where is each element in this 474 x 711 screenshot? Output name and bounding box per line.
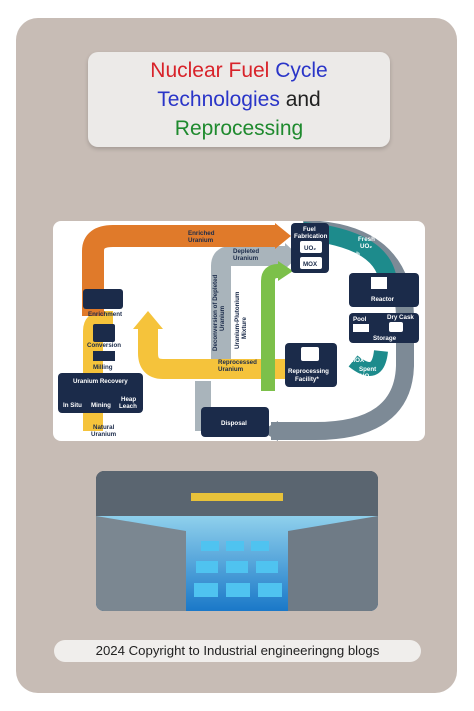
- title-word: Technologies: [157, 88, 280, 111]
- footer-copyright: 2024 Copyright to Industrial engineering…: [54, 640, 421, 662]
- enriched-arrow-head: [275, 223, 291, 249]
- natural-uranium-line2: Uranium: [91, 431, 117, 438]
- enrichment-label: Enrichment: [88, 311, 122, 318]
- deconversion-line2: Uranium: [219, 305, 226, 331]
- mixture-arrow-head: [278, 261, 293, 281]
- title-line-2: Technologies and: [88, 85, 390, 114]
- title-line-1: Nuclear Fuel Cycle: [88, 56, 390, 85]
- uranium-recovery-label: Uranium Recovery: [73, 378, 128, 385]
- depleted-uranium-flow: [211, 246, 285, 379]
- enrichment-centrifuge-icon: [83, 289, 123, 309]
- title-word: Fuel: [228, 59, 270, 82]
- heap-leach-line1: Heap: [121, 396, 136, 403]
- dry-cask-icon: [389, 322, 403, 332]
- depleted-uranium-line2: Uranium: [233, 255, 259, 262]
- plant-photo-svg: [96, 471, 378, 611]
- milling-factory-icon: [93, 351, 115, 361]
- fresh-uo2-line2: UO₂: [360, 243, 372, 250]
- conversion-icon: [93, 324, 115, 342]
- spent-mox-line1: Spent: [349, 350, 366, 357]
- heap-leach-line2: Leach: [119, 403, 137, 410]
- uranium-plutonium-line1: Uranium-Plutonium: [234, 291, 241, 349]
- fuel-cycle-svg: Enrichment Conversion Milling Uranium Re…: [58, 221, 419, 441]
- disposal-arrow-head: [261, 421, 278, 441]
- natural-uranium-line1: Natural: [93, 424, 115, 431]
- conversion-label: Conversion: [87, 342, 121, 349]
- title-line-3: Reprocessing: [88, 114, 390, 143]
- disposal-label: Disposal: [221, 420, 247, 427]
- fuel-fabrication-line2: Fabrication: [294, 233, 328, 240]
- reprocessed-uranium-flow: [138, 326, 293, 379]
- dry-cask-label: Dry Cask: [387, 314, 414, 321]
- reprocessing-facility-icon: [301, 347, 319, 361]
- milling-label: Milling: [93, 364, 113, 371]
- mixture-flow: [261, 264, 279, 391]
- reprocessed-arrow-head: [133, 311, 163, 329]
- title-word: Cycle: [275, 59, 328, 82]
- deconversion-line1: Deconversion of Depleted: [212, 274, 219, 351]
- mox-pellet-icon: [300, 257, 322, 269]
- in-situ-label: In Situ: [63, 402, 82, 409]
- title-word: Reprocessing: [174, 117, 304, 140]
- fuel-fabrication-line1: Fuel: [303, 226, 316, 233]
- enriched-uranium-flow: [82, 225, 275, 316]
- spent-mox-line2: MOX: [350, 357, 365, 364]
- reprocessing-facility-line1: Reprocessing: [288, 368, 329, 375]
- fresh-mox-line2: MOX: [345, 258, 360, 265]
- reprocessing-plant-photo: [96, 471, 378, 611]
- reactor-box: [349, 273, 419, 307]
- title-word: and: [285, 88, 321, 111]
- spent-mox-flow: [348, 349, 388, 376]
- mining-label: Mining: [91, 402, 111, 409]
- mox-tag: MOX: [303, 261, 318, 268]
- uranium-plutonium-line2: Mixture: [241, 316, 248, 339]
- reprocessed-uranium-line2: Uranium: [218, 366, 244, 373]
- fuel-cycle-diagram: Enrichment Conversion Milling Uranium Re…: [53, 221, 425, 441]
- storage-box: [349, 313, 419, 343]
- enriched-uranium-line1: Enriched: [188, 230, 215, 237]
- reprocessing-facility-box: [285, 343, 337, 387]
- reprocessed-uranium-line1: Reprocessed: [218, 359, 257, 366]
- title-box: Nuclear Fuel Cycle Technologies and Repr…: [88, 52, 390, 147]
- fresh-uo2-line1: Fresh: [358, 236, 375, 243]
- pool-icon: [353, 324, 369, 332]
- fuel-pellet-icon: [300, 241, 322, 253]
- uranium-recovery-box: [58, 373, 143, 413]
- storage-label: Storage: [373, 335, 397, 342]
- title-word: Nuclear: [150, 59, 223, 82]
- disposal-box: [201, 407, 269, 437]
- reactor-icon: [371, 277, 387, 289]
- uo2-tag: UO₂: [304, 245, 316, 252]
- reprocessing-facility-line2: Facility*: [295, 376, 319, 383]
- spent-uo2-line1: Spent: [359, 366, 376, 373]
- depleted-uranium-line1: Depleted: [233, 248, 259, 255]
- fresh-mox-line1: Fresh: [343, 251, 360, 258]
- pool-label: Pool: [353, 316, 367, 323]
- spent-uo2-line2: UO₂: [360, 373, 372, 380]
- reactor-label: Reactor: [371, 296, 395, 303]
- enriched-uranium-line2: Uranium: [188, 237, 214, 244]
